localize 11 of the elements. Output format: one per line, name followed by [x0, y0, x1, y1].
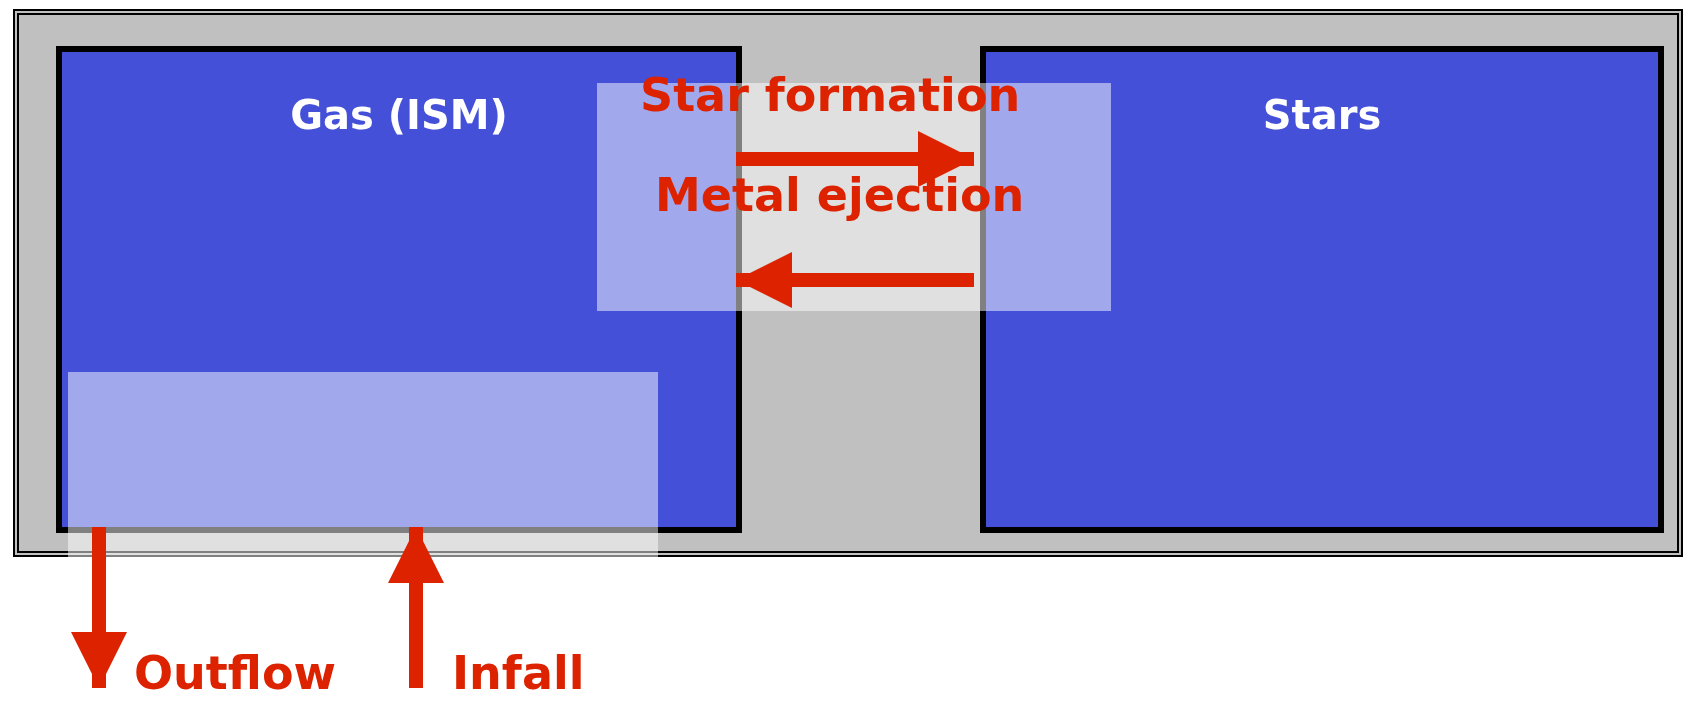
arrow	[388, 527, 444, 688]
edge-label: Metal ejection	[655, 168, 1025, 222]
arrow	[71, 527, 127, 688]
edge-label: Star formation	[640, 68, 1021, 122]
arrow	[736, 131, 974, 187]
box-title: Gas (ISM)	[290, 92, 508, 138]
frame-box	[13, 9, 1683, 557]
edge-label: Infall	[452, 646, 585, 700]
edge-label: Outflow	[134, 646, 337, 700]
box-title: Stars	[1262, 92, 1382, 138]
arrow	[736, 252, 974, 308]
